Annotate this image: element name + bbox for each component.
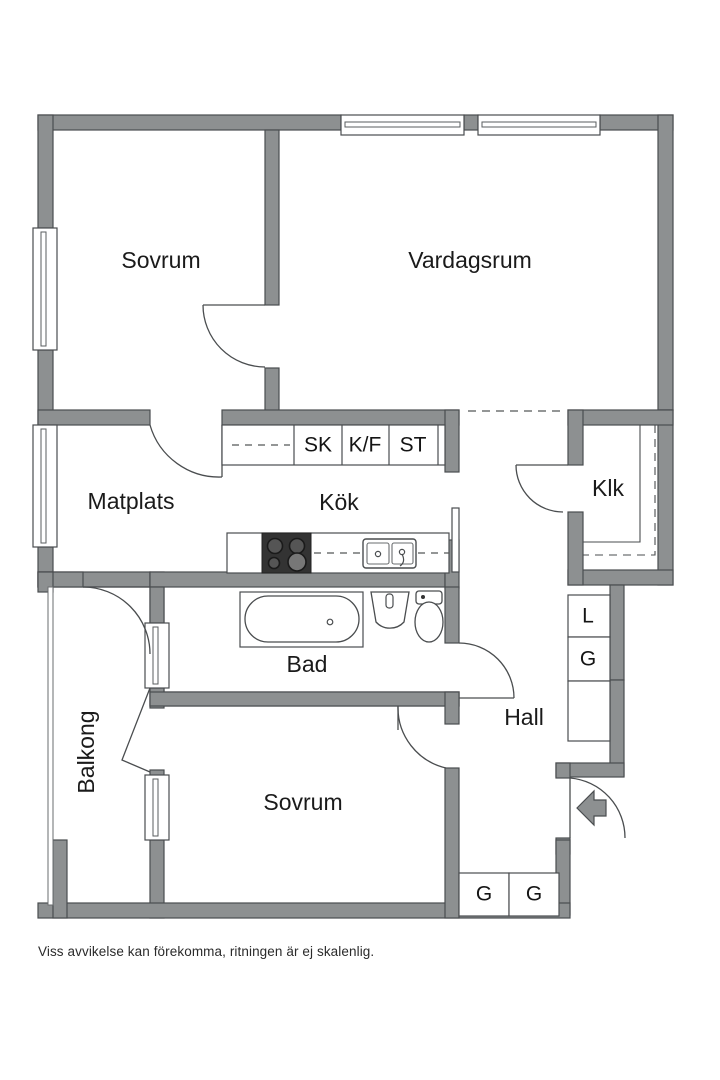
- cabinet-label-g1: G: [580, 648, 596, 671]
- wall-sovrum-bottom-right: [444, 767, 460, 919]
- wall-klk-left-lower: [567, 511, 584, 586]
- kitchen-upper-cabinets: [221, 424, 446, 466]
- window-top-left: [340, 114, 465, 136]
- door-bad: [458, 642, 515, 699]
- room-label-vardagsrum: Vardagsrum: [408, 247, 532, 273]
- wall-klk-left-upper: [567, 409, 584, 466]
- door-entrance: [569, 777, 626, 839]
- wall-sovrum-bottom-left: [52, 839, 68, 919]
- walls-group: [37, 114, 674, 919]
- wall-hall-east-upper: [609, 584, 625, 681]
- room-label-bad: Bad: [287, 651, 328, 677]
- window-balcony-upper: [144, 622, 170, 689]
- wall-top-mullion: [463, 114, 479, 131]
- room-label-sovrum-bottom: Sovrum: [263, 789, 342, 815]
- cabinet-label-l: L: [582, 605, 594, 628]
- window-left-matplats: [32, 424, 58, 548]
- wall-mid-horizontal-left: [37, 409, 151, 426]
- wall-sovrum-bottom-right-jamb: [444, 691, 460, 725]
- disclaimer-caption: Viss avvikelse kan förekomma, ritningen …: [38, 944, 375, 959]
- wall-sovrum-vardagsrum-lower: [264, 367, 280, 416]
- room-label-balkong: Balkong: [73, 710, 99, 793]
- entry-arrow-icon: [576, 789, 607, 827]
- wall-sovrum-vardagsrum-upper: [264, 129, 280, 306]
- wall-left-upper: [37, 114, 54, 229]
- cabinet-label-st: ST: [400, 434, 427, 457]
- bathroom-fixtures: [239, 590, 444, 648]
- wall-kok-right-pier: [444, 409, 460, 473]
- wall-bottom-exterior: [37, 902, 571, 919]
- wall-bad-top: [149, 571, 446, 588]
- stove: [261, 532, 312, 574]
- wall-hall-east-lower: [609, 679, 625, 777]
- cabinet-label-sk: SK: [304, 434, 332, 457]
- toilet: [414, 590, 444, 643]
- wall-klk-bottom: [567, 569, 674, 586]
- wall-mid-horizontal-kok: [221, 409, 460, 426]
- hall-cupboards: [567, 594, 611, 742]
- cabinet-labels: SK K/F ST L G G G: [304, 434, 596, 906]
- wall-entrance-jamb: [555, 762, 571, 779]
- kitchen-counter: [226, 507, 460, 574]
- cabinet-label-g2: G: [476, 883, 492, 906]
- wall-klk-top: [567, 409, 674, 426]
- wash-basin: [370, 591, 410, 629]
- door-klk: [515, 464, 568, 513]
- windows-group: [32, 114, 601, 906]
- cabinet-label-g3: G: [526, 883, 542, 906]
- room-label-klk: Klk: [592, 475, 624, 501]
- wall-klk-right: [657, 409, 674, 586]
- kitchen-sink: [362, 538, 417, 569]
- door-matplats: [149, 424, 223, 478]
- wall-sovrum-bottom-top: [149, 691, 460, 707]
- wall-right-upper: [657, 114, 674, 411]
- door-balcony: [82, 586, 151, 655]
- room-label-hall: Hall: [504, 704, 544, 730]
- klk-interior: [583, 424, 656, 556]
- door-sovrum-bottom: [397, 705, 447, 769]
- bathtub: [244, 595, 360, 643]
- wall-bad-right: [444, 586, 460, 644]
- room-labels: Sovrum Vardagsrum Matplats Kök Klk Bad H…: [73, 247, 624, 815]
- bottom-cupboards: [458, 872, 560, 917]
- window-balcony-lower: [144, 774, 170, 841]
- balcony-railing: [47, 586, 54, 906]
- door-balcony-lower: [121, 687, 151, 773]
- wall-top-left: [37, 114, 342, 131]
- room-label-sovrum-top: Sovrum: [121, 247, 200, 273]
- window-left-sovrum: [32, 227, 58, 351]
- wall-balcony-divider-upper: [149, 586, 165, 624]
- door-sovrum-top: [202, 304, 266, 368]
- room-label-kok: Kök: [319, 489, 359, 515]
- cabinet-label-kf: K/F: [349, 434, 382, 457]
- room-label-matplats: Matplats: [88, 488, 175, 514]
- doors-group: [82, 304, 626, 839]
- window-top-right: [477, 114, 601, 136]
